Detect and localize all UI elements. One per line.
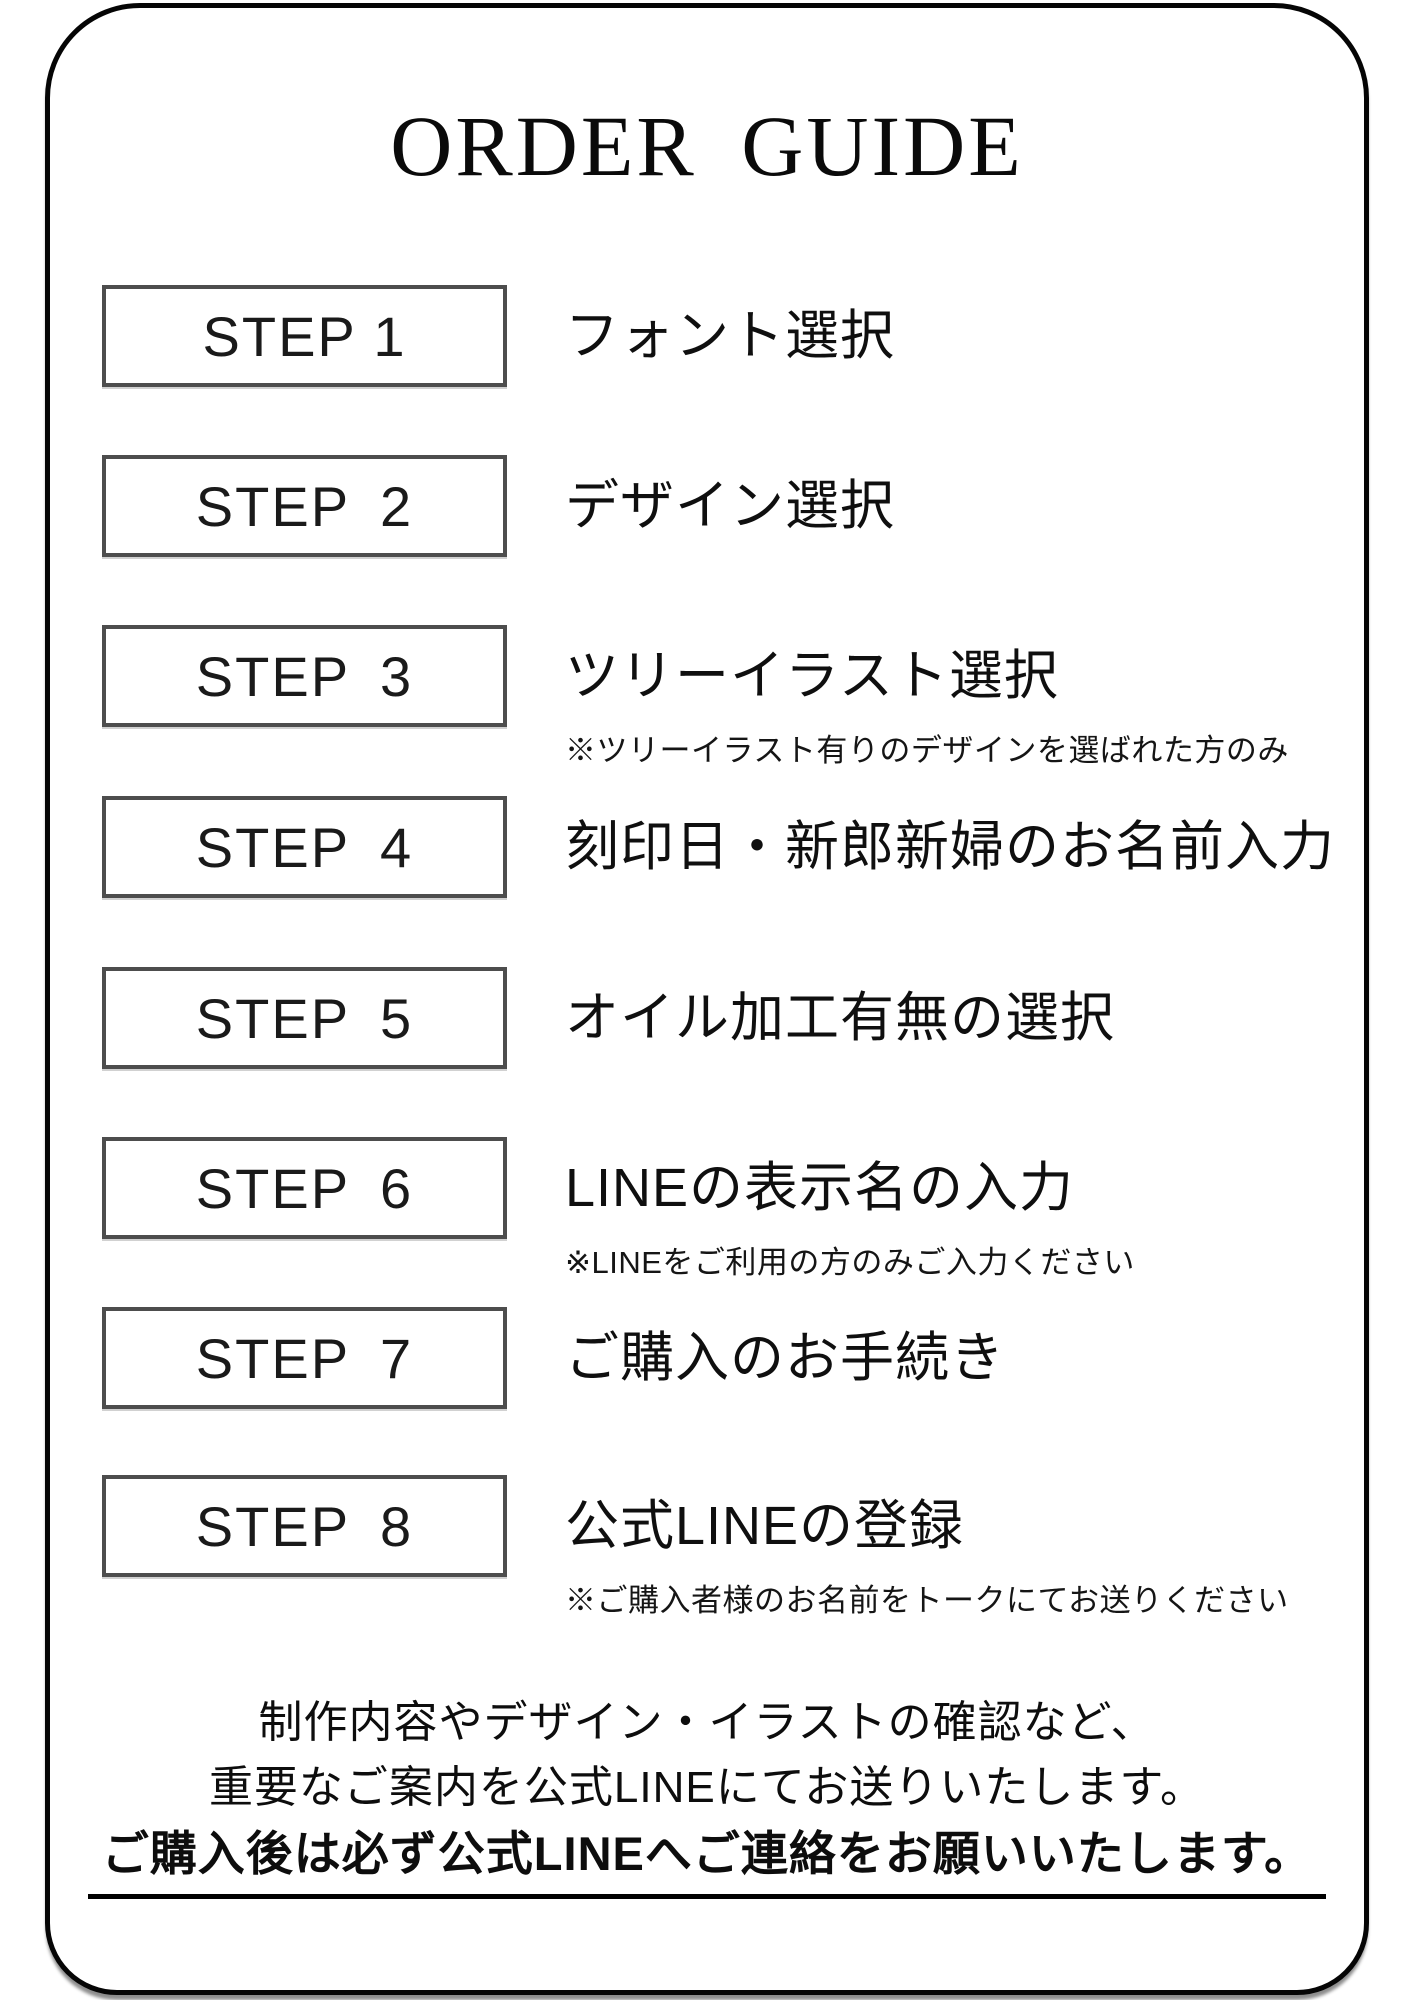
- step-description-1: フォント選択: [565, 306, 895, 366]
- step-description-2: デザイン選択: [565, 476, 895, 536]
- step-description-8: 公式LINEの登録: [565, 1496, 965, 1556]
- step-label-5: STEP 5: [195, 986, 414, 1050]
- step-note-3: ※ツリーイラスト有りのデザインを選ばれた方のみ: [565, 733, 1289, 768]
- step-description-6: LINEの表示名の入力: [565, 1158, 1075, 1218]
- step-box-8: STEP 8: [102, 1475, 507, 1577]
- step-row-7: STEP 7 ご購入のお手続き: [102, 1307, 1005, 1409]
- step-description-block-5: オイル加工有無の選択: [565, 967, 1115, 1069]
- step-row-5: STEP 5 オイル加工有無の選択: [102, 967, 1115, 1069]
- step-description-block-6: LINEの表示名の入力 ※LINEをご利用の方のみご入力ください: [565, 1137, 1135, 1283]
- step-box-2: STEP 2: [102, 455, 507, 557]
- step-note-6: ※LINEをご利用の方のみご入力ください: [565, 1245, 1135, 1280]
- step-row-8: STEP 8 公式LINEの登録 ※ご購入者様のお名前をトークにてお送りください: [102, 1475, 1289, 1618]
- step-box-1: STEP 1: [102, 285, 507, 387]
- step-box-3: STEP 3: [102, 625, 507, 727]
- step-description-3: ツリーイラスト選択: [565, 646, 1059, 706]
- step-description-7: ご購入のお手続き: [565, 1328, 1005, 1388]
- step-box-5: STEP 5: [102, 967, 507, 1069]
- step-description-5: オイル加工有無の選択: [565, 988, 1115, 1048]
- footer-line-3: ご購入後は必ず公式LINEへご連絡をお願いいたします。: [87, 1825, 1327, 1899]
- step-label-3: STEP 3: [195, 644, 414, 708]
- step-row-3: STEP 3 ツリーイラスト選択 ※ツリーイラスト有りのデザインを選ばれた方のみ: [102, 625, 1289, 768]
- step-box-4: STEP 4: [102, 796, 507, 898]
- step-row-6: STEP 6 LINEの表示名の入力 ※LINEをご利用の方のみご入力ください: [102, 1137, 1135, 1280]
- footer-line-2: 重要なご案内を公式LINEにてお送りいたします。: [208, 1763, 1206, 1812]
- step-description-block-8: 公式LINEの登録 ※ご購入者様のお名前をトークにてお送りください: [565, 1475, 1289, 1621]
- step-box-7: STEP 7: [102, 1307, 507, 1409]
- step-note-8: ※ご購入者様のお名前をトークにてお送りください: [565, 1583, 1289, 1618]
- step-description-block-7: ご購入のお手続き: [565, 1307, 1005, 1409]
- page-title: ORDER GUIDE: [390, 98, 1024, 194]
- step-label-7: STEP 7: [195, 1326, 414, 1390]
- footer-line-1: 制作内容やデザイン・イラストの確認など、: [258, 1698, 1156, 1747]
- step-row-4: STEP 4 刻印日・新郎新婦のお名前入力: [102, 796, 1335, 898]
- step-label-6: STEP 6: [195, 1156, 414, 1220]
- step-label-8: STEP 8: [195, 1494, 414, 1558]
- step-description-block-4: 刻印日・新郎新婦のお名前入力: [565, 796, 1335, 898]
- step-description-block-3: ツリーイラスト選択 ※ツリーイラスト有りのデザインを選ばれた方のみ: [565, 625, 1289, 771]
- step-description-block-2: デザイン選択: [565, 455, 895, 557]
- step-label-4: STEP 4: [195, 815, 414, 879]
- step-description-block-1: フォント選択: [565, 285, 895, 387]
- step-row-1: STEP 1 フォント選択: [102, 285, 895, 387]
- footer: 制作内容やデザイン・イラストの確認など、 重要なご案内を公式LINEにてお送りい…: [0, 1690, 1414, 1899]
- step-label-1: STEP 1: [202, 304, 407, 368]
- step-box-6: STEP 6: [102, 1137, 507, 1239]
- step-description-4: 刻印日・新郎新婦のお名前入力: [565, 817, 1335, 877]
- step-row-2: STEP 2 デザイン選択: [102, 455, 895, 557]
- step-label-2: STEP 2: [195, 474, 414, 538]
